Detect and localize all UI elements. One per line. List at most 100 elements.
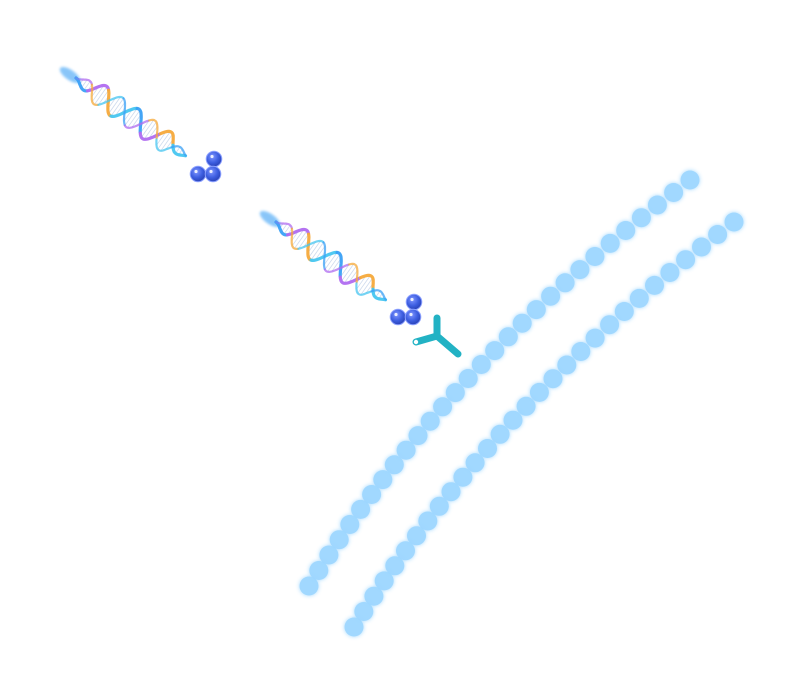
membrane-bilayer-icon: [299, 170, 744, 637]
dna-rung: [94, 86, 108, 105]
membrane-bead: [503, 410, 523, 430]
membrane-bead: [526, 300, 546, 320]
membrane-bead: [585, 247, 605, 266]
membrane-bead: [557, 355, 577, 375]
membrane-bead: [708, 225, 728, 244]
dna-rung: [324, 252, 338, 270]
dna-rung: [127, 109, 141, 128]
membrane-bead: [384, 455, 404, 475]
dna-backbone: [290, 227, 299, 250]
dna-rung: [360, 277, 374, 296]
molecule-atom: [389, 308, 407, 326]
dna-strand-icon: [259, 210, 388, 302]
membrane-bead: [465, 453, 485, 473]
dna-rung: [91, 85, 105, 102]
dna-backbone: [122, 97, 127, 127]
membrane-bead: [692, 237, 711, 257]
dna-backbone: [109, 106, 139, 118]
molecule-atom: [204, 165, 222, 183]
molecule-clusters: [189, 150, 423, 326]
atom-highlight: [194, 169, 198, 174]
dna-backbone: [370, 289, 387, 301]
atom-highlight: [209, 169, 213, 174]
dna-backbone: [309, 250, 339, 262]
molecule-atom: [205, 150, 223, 168]
atom-highlight: [410, 297, 414, 302]
membrane-bead: [408, 426, 428, 446]
membrane-bead: [373, 470, 393, 490]
dna-backbone: [106, 88, 113, 118]
dna-backbone: [335, 250, 343, 278]
dna-backbone: [171, 143, 188, 158]
membrane-bead: [441, 482, 461, 502]
membrane-bead: [418, 511, 438, 531]
membrane-bead: [420, 411, 440, 431]
membrane-bead: [445, 383, 465, 403]
molecule-atom: [189, 165, 207, 183]
membrane-bead: [458, 369, 478, 388]
membrane-outer-layer: [299, 170, 700, 596]
membrane-bead: [664, 183, 684, 202]
dna-backbone: [348, 262, 359, 284]
dna-backbone: [322, 241, 327, 271]
membrane-bead: [600, 315, 620, 335]
membrane-bead: [616, 221, 636, 240]
membrane-bead: [724, 212, 744, 232]
membrane-bead: [555, 273, 575, 293]
dna-rung: [83, 81, 91, 91]
dna-rung: [340, 263, 355, 282]
membrane-bead: [516, 396, 536, 416]
membrane-bead: [647, 195, 667, 215]
membrane-bead: [329, 530, 349, 550]
membrane-bead: [374, 571, 394, 591]
dna-backbone: [170, 145, 187, 157]
dna-backbone: [138, 131, 162, 141]
membrane-bead: [351, 499, 371, 519]
dna-backbone: [355, 282, 372, 296]
membrane-bead: [407, 526, 426, 546]
membrane-bead: [512, 313, 532, 333]
molecule-cluster-icon: [389, 293, 423, 326]
membrane-bead: [429, 496, 449, 516]
dna-rung: [294, 230, 308, 249]
dna-rung: [343, 265, 357, 284]
membrane-bead: [490, 424, 510, 444]
dna-rung: [110, 98, 124, 117]
molecule-atom: [404, 308, 422, 326]
membrane-bead: [433, 397, 453, 417]
antibody-icon: [412, 314, 462, 358]
dna-rung: [108, 96, 121, 114]
dna-rung: [298, 233, 309, 250]
membrane-bead: [676, 250, 696, 270]
dna-backbone: [135, 106, 143, 134]
dna-backbone: [97, 95, 125, 106]
membrane-bead: [309, 561, 329, 580]
membrane-bead: [396, 541, 415, 561]
dna-rung: [143, 121, 157, 140]
membrane-inner-layer: [344, 212, 744, 637]
dna-backbone: [358, 273, 375, 290]
dna-rung: [156, 131, 167, 146]
dna-backbone: [155, 138, 172, 152]
dna-rung: [131, 114, 142, 128]
dna-rung: [283, 225, 291, 235]
membrane-bead: [385, 556, 405, 576]
membrane-bead: [614, 302, 634, 321]
dna-rung: [160, 133, 174, 152]
membrane-bead: [340, 515, 360, 534]
dna-rung: [124, 108, 138, 126]
membrane-bead: [498, 327, 518, 347]
membrane-bead: [529, 382, 549, 402]
dna-rung: [357, 275, 371, 294]
membrane-bead: [571, 342, 591, 361]
dna-tail: [59, 66, 81, 84]
membrane-bead: [354, 602, 374, 621]
dna-backbone: [90, 83, 99, 106]
membrane-bead: [319, 545, 339, 565]
atom-highlight: [394, 312, 398, 317]
dna-rung: [331, 258, 342, 272]
dna-rung: [157, 131, 171, 150]
dna-rung: [327, 253, 341, 272]
dna-backbone: [297, 239, 325, 250]
dna-rung: [140, 119, 155, 138]
